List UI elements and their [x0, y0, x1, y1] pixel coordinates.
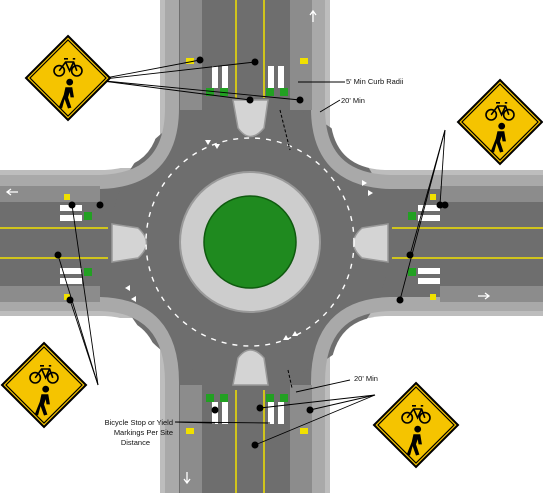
bike-crossing-markings	[84, 88, 416, 402]
bike-stop-label-line3: Distance	[121, 438, 150, 447]
circulatory-lane-line	[145, 137, 355, 347]
central-island	[203, 195, 297, 289]
lane-arrows	[5, 9, 491, 485]
yield-markings	[125, 140, 373, 340]
leader-lines	[57, 59, 446, 446]
bike-buffer-blocks	[64, 58, 436, 434]
min-distance-label-top: 20' Min	[341, 96, 365, 105]
bike-stop-label-line2: Markings Per Site	[114, 428, 173, 437]
min-distance-label-bottom: 20' Min	[354, 374, 378, 383]
leader-dots	[54, 56, 449, 449]
splitter-islands	[111, 99, 389, 386]
bike-stop-label-line1: Bicycle Stop or Yield	[105, 418, 173, 427]
dimension-lines	[279, 109, 293, 389]
curb-radii-label: 5' Min Curb Radii	[346, 77, 404, 86]
